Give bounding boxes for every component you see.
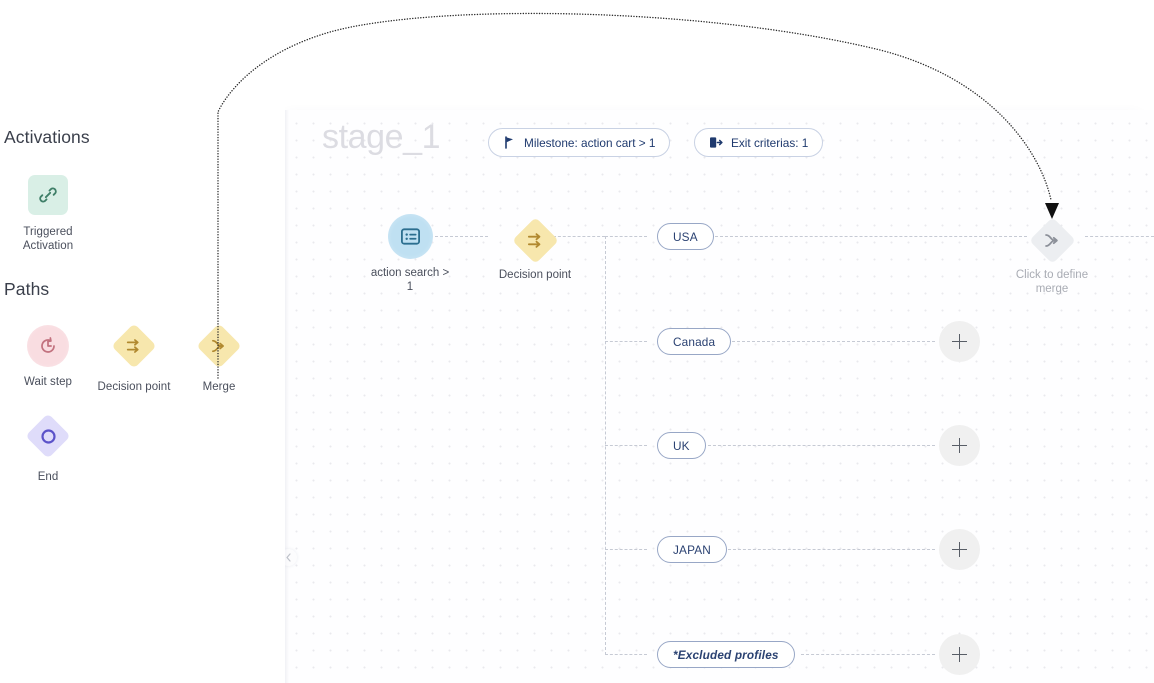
branch-pill-usa[interactable]: USA [657, 223, 714, 250]
branch-pill-excluded-profiles[interactable]: *Excluded profiles [657, 641, 795, 668]
palette-item-end[interactable]: End [0, 413, 96, 484]
clock-icon [27, 325, 69, 367]
form-list-icon [387, 214, 433, 259]
merge-arrow-icon [203, 330, 235, 362]
component-palette: Activations Triggered Activation Paths [0, 0, 285, 683]
decision-node-diamond[interactable] [511, 217, 559, 264]
branch-pill-label: *Excluded profiles [673, 647, 779, 662]
flow-canvas[interactable]: stage_1 Milestone: action cart > 1 Exit … [285, 110, 1154, 683]
add-step-button-excluded[interactable] [939, 634, 980, 675]
exit-icon [709, 136, 723, 149]
decision-node[interactable]: Decision point [460, 217, 610, 282]
branch-pill-label: Canada [673, 334, 716, 349]
decision-node-caption: Decision point [498, 269, 572, 281]
connector-stub-excluded [605, 654, 647, 655]
palette-item-decision-point[interactable]: Decision point [86, 323, 182, 394]
connector-stub-usa [605, 236, 647, 237]
merge-node[interactable]: Click to define merge [977, 217, 1127, 296]
stage-title: stage_1 [322, 118, 441, 156]
add-step-button-japan[interactable] [939, 529, 980, 570]
branch-pill-uk[interactable]: UK [657, 432, 706, 459]
palette-item-merge[interactable]: Merge [171, 323, 267, 394]
connector-stub-japan [605, 549, 647, 550]
merge-node-caption: Click to define merge [1015, 269, 1089, 295]
branch-pill-label: JAPAN [673, 542, 711, 557]
flag-icon [503, 136, 516, 149]
palette-item-label: End [37, 471, 59, 483]
branch-arrows-icon [519, 224, 552, 257]
connector-excluded-to-add [801, 654, 935, 655]
merge-node-diamond[interactable] [1028, 217, 1076, 264]
connector-japan-to-add [728, 549, 935, 550]
palette-item-wait-step[interactable]: Wait step [0, 324, 96, 389]
palette-item-label: Merge [202, 381, 236, 393]
entry-node-caption: action search > 1 [370, 267, 450, 293]
branch-pill-canada[interactable]: Canada [657, 328, 732, 355]
palette-item-triggered-activation[interactable]: Triggered Activation [0, 173, 96, 253]
palette-item-label: Decision point [97, 381, 171, 393]
branch-pill-label: USA [673, 229, 698, 244]
exit-criteria-chip[interactable]: Exit criterias: 1 [694, 128, 824, 157]
branch-pill-label: UK [673, 438, 690, 453]
palette-merge-diamond[interactable] [196, 323, 242, 369]
connector-stub-uk [605, 445, 647, 446]
palette-end-diamond[interactable] [25, 413, 71, 459]
milestone-chip[interactable]: Milestone: action cart > 1 [488, 128, 671, 157]
palette-section-title-activations: Activations [4, 127, 90, 147]
palette-decision-diamond[interactable] [111, 323, 157, 369]
palette-section-title-paths: Paths [4, 279, 50, 299]
circle-outline-icon [32, 420, 64, 452]
connector-canada-to-add [732, 341, 935, 342]
connector-uk-to-add [703, 445, 935, 446]
add-step-button-canada[interactable] [939, 321, 980, 362]
merge-arrow-icon [1036, 224, 1069, 257]
add-step-button-uk[interactable] [939, 425, 980, 466]
branch-arrows-icon [118, 330, 150, 362]
milestone-chip-label: Milestone: action cart > 1 [524, 135, 656, 150]
branch-pill-japan[interactable]: JAPAN [657, 536, 727, 563]
connector-stub-canada [605, 341, 647, 342]
chevron-left-icon [285, 549, 292, 567]
exit-criteria-chip-label: Exit criterias: 1 [731, 135, 809, 150]
connector-merge-tail [1085, 236, 1154, 237]
palette-item-label: Wait step [24, 376, 72, 388]
palette-item-label: Triggered Activation [22, 226, 74, 252]
link-icon [28, 175, 68, 215]
